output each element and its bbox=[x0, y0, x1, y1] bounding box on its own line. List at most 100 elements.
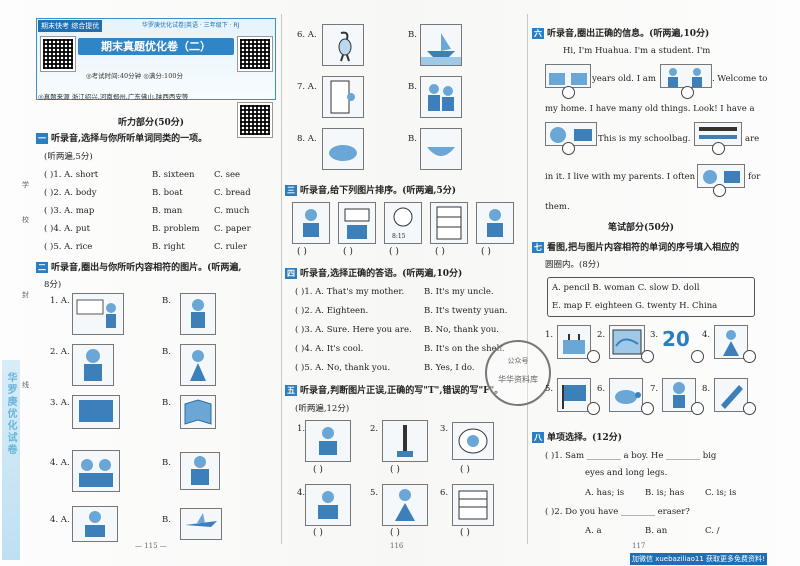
passage-line: Hi, I'm Huahua. I'm a student. I'm bbox=[563, 46, 711, 56]
section-2-title: 二听录音,圈出与你所听内容相符的图片。(听两遍, bbox=[36, 260, 242, 273]
picture-children bbox=[420, 76, 462, 118]
section-7-title: 七看图,把与图片内容相符的单词的序号填入相应的 bbox=[532, 240, 739, 253]
header-series: 华罗庚优化试卷|英语 · 三年级下 · RJ bbox=[142, 22, 240, 29]
picture-label: 6. A. bbox=[297, 30, 317, 40]
choice-circle[interactable] bbox=[681, 86, 694, 99]
s1-option: B. sixteen bbox=[152, 170, 195, 180]
passage-line: years old. I am bbox=[592, 74, 656, 84]
passage-line: my home. I have many old things. Look! I… bbox=[545, 104, 755, 114]
s1-option: C. see bbox=[214, 170, 241, 180]
picture-label: B. bbox=[408, 30, 417, 40]
section-5-title: 五听录音,判断图片正误,正确的写"T",错误的写"F"。 bbox=[285, 383, 503, 396]
section-text: 听录音,给下列图片排序。(听两遍,5分) bbox=[300, 186, 457, 196]
picture-cake bbox=[557, 325, 591, 359]
passage-line: in it. I live with my parents. I often bbox=[545, 172, 696, 182]
spine-mark: 线 bbox=[22, 381, 29, 389]
answer-circle[interactable] bbox=[691, 350, 704, 363]
answer-blank[interactable]: ( ) bbox=[313, 528, 323, 538]
big-number: 20 bbox=[662, 327, 690, 351]
picture-label: 3. bbox=[650, 330, 659, 340]
answer-circle[interactable] bbox=[587, 402, 600, 415]
question-option: C. is; is bbox=[705, 488, 737, 498]
spine-text: 华罗庚优化试卷 bbox=[5, 372, 16, 456]
passage-line: This is my schoolbag. bbox=[598, 134, 691, 144]
picture-label: 1. bbox=[545, 330, 554, 340]
section-text: 单项选择。(12分) bbox=[547, 433, 623, 443]
choice-circle[interactable] bbox=[562, 86, 575, 99]
passage-line: them. bbox=[545, 202, 570, 212]
question-option: A. has; is bbox=[585, 488, 625, 498]
picture-label: 1. bbox=[297, 424, 306, 434]
picture-label: B. bbox=[162, 515, 171, 525]
answer-circle[interactable] bbox=[587, 350, 600, 363]
choice-circle[interactable] bbox=[713, 184, 726, 197]
s4-item: ( )2. A. Eighteen. bbox=[295, 306, 369, 316]
picture-label: 6. bbox=[440, 488, 449, 498]
header-tag: 期末快考 综合提优 bbox=[38, 20, 103, 32]
answer-blank[interactable]: ( ) bbox=[460, 465, 470, 475]
section-text: 看图,把与图片内容相符的单词的序号填入相应的 bbox=[547, 243, 740, 253]
s1-option: C. ruler bbox=[214, 242, 247, 252]
spine-strip bbox=[2, 360, 20, 560]
section-text: 听录音,选择与你所听单词同类的一项。 bbox=[51, 134, 208, 144]
picture-label: 4. A. bbox=[50, 515, 70, 525]
spine-mark: 学 bbox=[22, 181, 29, 189]
answer-blank[interactable]: ( ) bbox=[313, 465, 323, 475]
picture-book bbox=[180, 395, 216, 429]
picture-label: 1. A. bbox=[50, 296, 70, 306]
answer-blank[interactable]: ( ) bbox=[343, 247, 353, 257]
question-option: A. a bbox=[585, 526, 602, 536]
answer-blank[interactable]: ( ) bbox=[460, 528, 470, 538]
picture-boy bbox=[180, 293, 216, 335]
section-3-title: 三听录音,给下列图片排序。(听两遍,5分) bbox=[285, 183, 456, 196]
answer-circle[interactable] bbox=[691, 402, 704, 415]
question-text: ( )1. Sam ________ a boy. He ________ bi… bbox=[545, 451, 717, 461]
answer-blank[interactable]: ( ) bbox=[435, 247, 445, 257]
picture-tf-5 bbox=[382, 484, 428, 526]
choice-circle[interactable] bbox=[562, 142, 575, 155]
picture-label: B. bbox=[162, 296, 171, 306]
picture-label: 2. bbox=[597, 330, 606, 340]
answer-blank[interactable]: ( ) bbox=[390, 528, 400, 538]
qr-code-icon bbox=[237, 102, 273, 138]
question-option: C. / bbox=[705, 526, 720, 536]
picture-bread bbox=[322, 128, 364, 170]
answer-blank[interactable]: ( ) bbox=[297, 247, 307, 257]
picture-sequence-5 bbox=[476, 202, 514, 244]
choice-circle[interactable] bbox=[712, 142, 725, 155]
answer-circle[interactable] bbox=[743, 402, 756, 415]
answer-circle[interactable] bbox=[641, 402, 654, 415]
section-4-title: 四听录音,选择正确的答语。(听两遍,10分) bbox=[285, 266, 462, 279]
s1-option: B. problem bbox=[152, 224, 200, 234]
picture-label: 5. bbox=[545, 384, 554, 394]
section-8-title: 八单项选择。(12分) bbox=[532, 430, 622, 443]
answer-blank[interactable]: ( ) bbox=[481, 247, 491, 257]
answer-circle[interactable] bbox=[743, 350, 756, 363]
picture-boat bbox=[420, 24, 462, 66]
s4-option: B. It's my uncle. bbox=[424, 287, 494, 297]
section-note: 圆圈内。(8分) bbox=[545, 260, 600, 270]
s4-option: B. Yes, I do. bbox=[424, 363, 475, 373]
answer-circle[interactable] bbox=[641, 350, 654, 363]
section-note: 8分) bbox=[44, 280, 62, 290]
stamp-line: 华华资料库 bbox=[498, 375, 538, 384]
page-number: 117 bbox=[632, 542, 646, 550]
s1-option: B. man bbox=[152, 206, 183, 216]
picture-child-reading bbox=[72, 506, 118, 542]
answer-blank[interactable]: ( ) bbox=[389, 247, 399, 257]
s4-item: ( )1. A. That's my mother. bbox=[295, 287, 405, 297]
picture-worker bbox=[180, 452, 220, 490]
section-note: (听两遍,5分) bbox=[44, 152, 93, 162]
picture-man bbox=[72, 344, 114, 386]
picture-tf-3 bbox=[452, 422, 494, 460]
section-number: 五 bbox=[285, 385, 297, 396]
picture-label: 4. bbox=[702, 330, 711, 340]
picture-label: 3. A. bbox=[50, 398, 70, 408]
qr-code-icon bbox=[237, 36, 273, 72]
picture-label: B. bbox=[408, 82, 417, 92]
stamp-line: 公众号 bbox=[507, 357, 529, 365]
section-number: 六 bbox=[532, 28, 544, 39]
picture-turtle bbox=[609, 378, 643, 412]
answer-blank[interactable]: ( ) bbox=[390, 465, 400, 475]
s1-item: ( )3. A. map bbox=[44, 206, 95, 216]
